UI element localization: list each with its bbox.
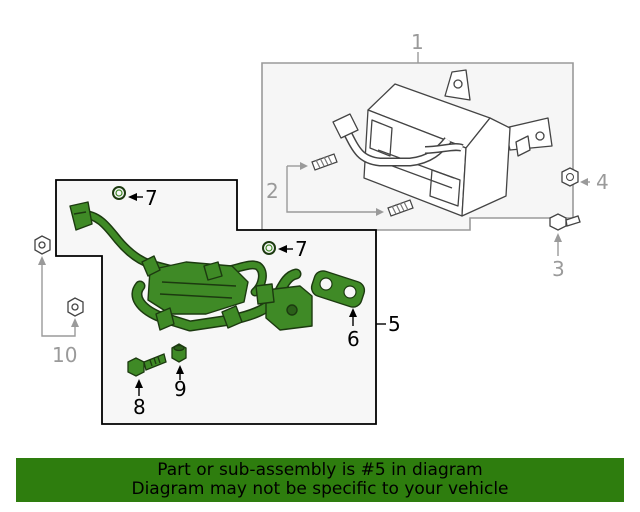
arrow-4 [580,178,588,186]
gasket-icon [310,270,366,308]
arrow-6 [349,308,357,317]
callout-2-leader [286,165,378,213]
callout-5: 5 [388,312,401,336]
callout-8: 8 [133,395,146,419]
callout-6: 6 [347,327,360,351]
arrow-8 [135,379,143,388]
stud-icon [311,153,414,217]
banner-line-2: Diagram may not be specific to your vehi… [131,479,509,499]
nut-icon [561,167,579,187]
arrow-2a [300,162,308,170]
cooler-hose-body [69,201,313,331]
arrow-7b [278,245,287,253]
callout-4: 4 [596,170,609,194]
arrow-7a [128,193,137,201]
callout-10-group: 10 [34,235,84,367]
callout-9: 9 [174,377,187,401]
oil-cooler-group: 1 [261,30,609,281]
callout-10: 10 [52,343,77,367]
arrow-10a [38,256,46,265]
callout-7a: 7 [145,186,158,210]
callout-10-leader [41,262,76,337]
nut-9-icon [171,343,187,363]
bolt-8-icon [127,353,167,377]
clip-nut-icon [34,235,84,317]
callout-2: 2 [266,179,279,203]
highlight-banner: Part or sub-assembly is #5 in diagram Di… [16,458,624,502]
arrow-9 [176,365,184,374]
arrow-10b [71,318,79,327]
arrow-3 [554,233,562,242]
callout-1: 1 [411,30,424,54]
callout-7b: 7 [295,237,308,261]
banner-line-1: Part or sub-assembly is #5 in diagram [157,460,483,480]
arrow-2b [376,208,384,216]
callout-3: 3 [552,257,565,281]
oil-cooler-drawing [332,69,553,217]
o-ring-icon [112,186,276,255]
bolt-icon [549,213,581,231]
